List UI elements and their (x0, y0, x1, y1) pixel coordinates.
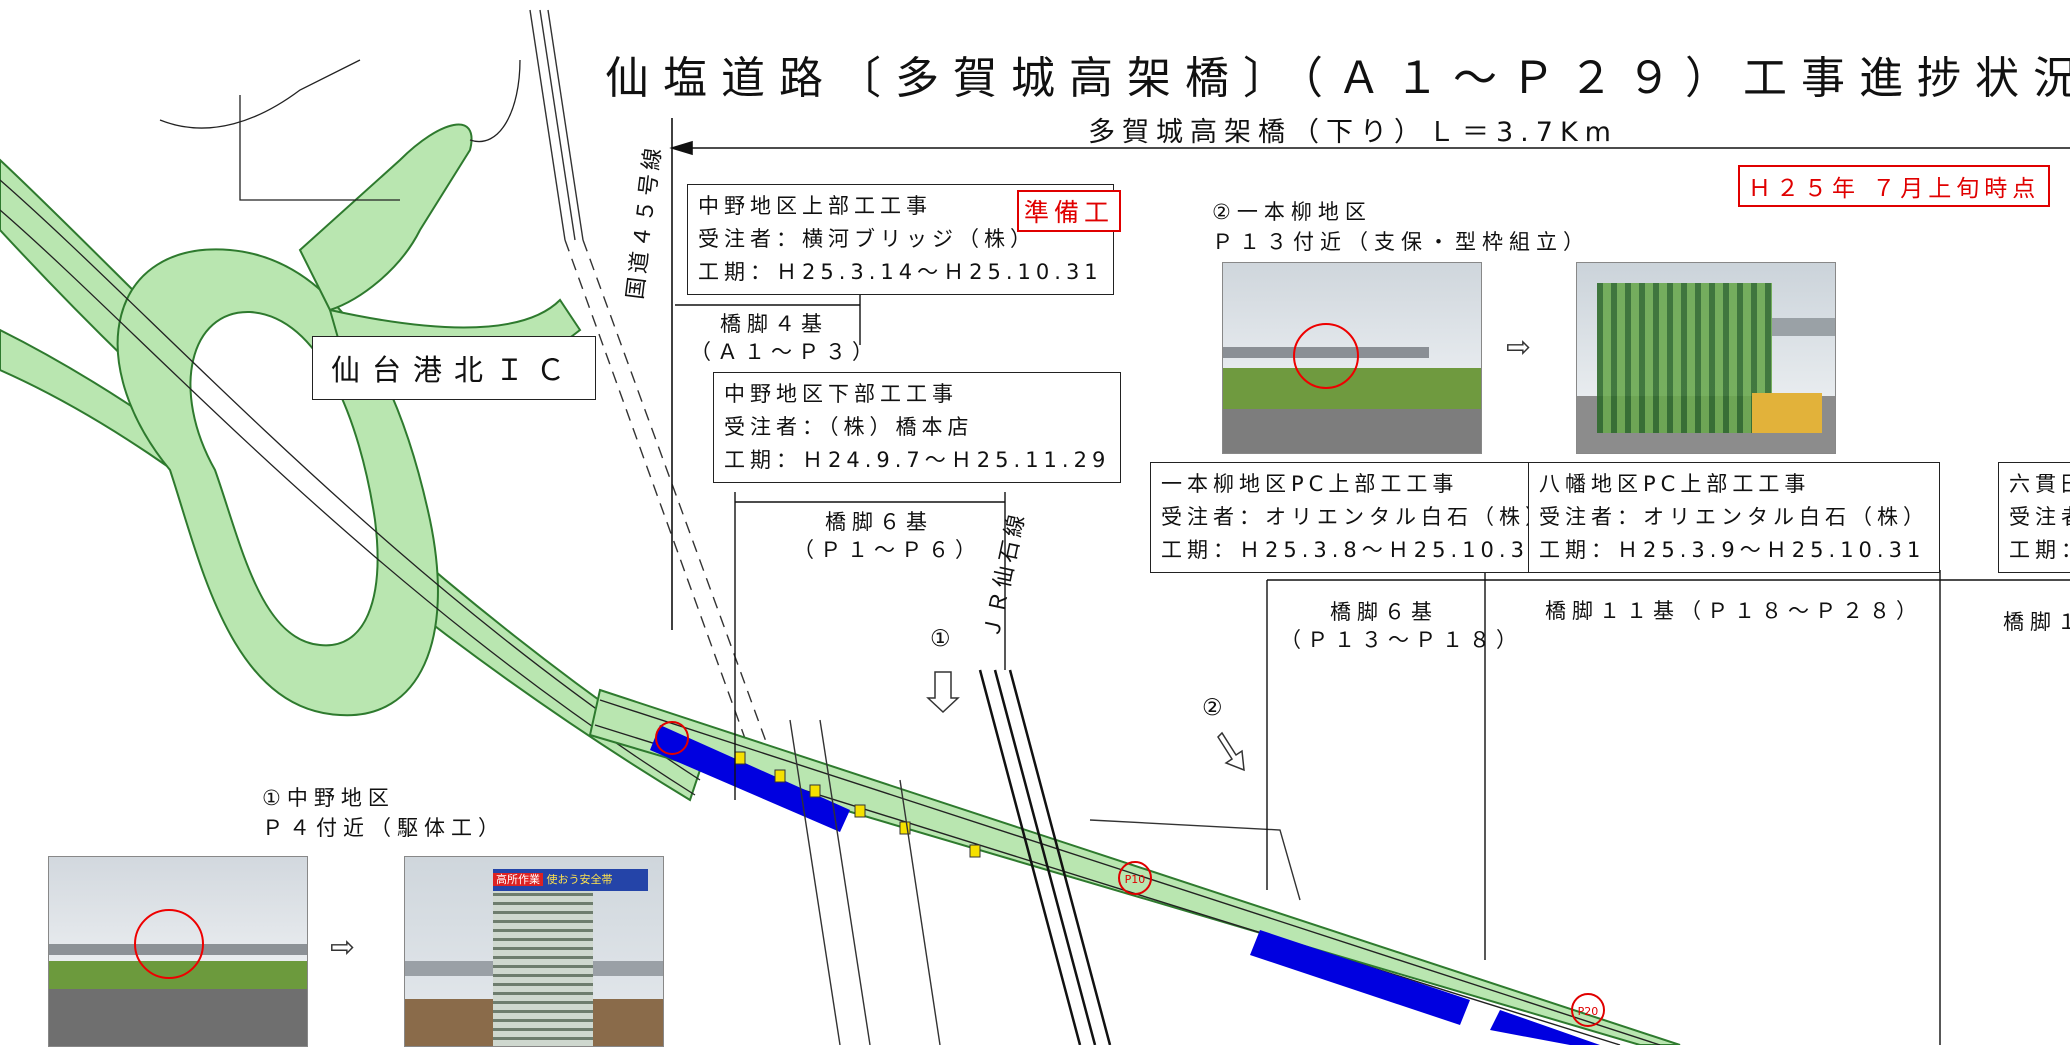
box-line: 受注者：オリエンタル白石（株） (1539, 505, 1929, 529)
box-line: 工期：Ｈ25.3.8～Ｈ25.10.31 (1161, 538, 1548, 562)
page-title: 仙塩道路〔多賀城高架橋〕（Ａ１～Ｐ２９）工事進捗状況 (605, 53, 2070, 104)
pier-markers (734, 751, 981, 858)
direction-arrows (926, 671, 1245, 772)
box-line: 中野地区下部工工事 (724, 382, 958, 406)
viaduct-band (588, 688, 1681, 1045)
pier-count-p18-p28: 橋脚１１基（Ｐ１８～Ｐ２８） (1545, 599, 1923, 623)
banner-left: 高所作業 (493, 873, 543, 886)
ic-label: 仙台港北ＩＣ (312, 336, 597, 400)
jr-line (978, 669, 1112, 1045)
arrow-right-icon: ⇨ (1506, 330, 1532, 365)
map-circles (655, 721, 1605, 1027)
site2-photo-after (1576, 262, 1836, 454)
box-line: 工期： (2009, 538, 2070, 562)
jr-line-label: ＪＲ仙石線 (979, 509, 1030, 641)
pier-dimension-lines (675, 295, 2070, 1045)
pier-count-p13-p18: 橋脚６基 (1330, 600, 1438, 624)
nakano-lower-works-box: 中野地区下部工工事 受注者：（株）橋本店 工期：Ｈ24.9.7～Ｈ25.11.2… (713, 372, 1122, 483)
site1-photo-after: 高所作業 使おう安全帯 (404, 856, 664, 1047)
pier-count-a1-p3: 橋脚４基 (720, 312, 828, 336)
site1-title: ①中野地区 (262, 786, 395, 810)
site2-title: ②一本柳地区 (1212, 200, 1372, 224)
pier-count-right-cut: 橋脚１ (2003, 610, 2070, 634)
banner-right: 使おう安全帯 (546, 873, 613, 886)
p10-label: P10 (1125, 873, 1146, 886)
span-dimension (669, 118, 2070, 630)
arrow-right-icon: ⇨ (330, 930, 356, 965)
box-line: 一本柳地区PC上部工工事 (1161, 472, 1459, 496)
progress-segments (650, 725, 1600, 1045)
span-label: 多賀城高架橋（下り）Ｌ＝3.7Km (1088, 117, 1618, 148)
pier-range-p13-p18: （Ｐ１３～Ｐ１８） (1280, 628, 1523, 652)
box-line: 工期：Ｈ24.9.7～Ｈ25.11.29 (724, 448, 1111, 472)
box-line: 受注者：（株）橋本店 (724, 415, 974, 439)
yawata-pc-works-box: 八幡地区PC上部工工事 受注者：オリエンタル白石（株） 工期：Ｈ25.3.9～Ｈ… (1528, 462, 1940, 573)
pier-range-p1-p6: （Ｐ１～Ｐ６） (793, 538, 982, 562)
date-badge: Ｈ２５年 ７月上旬時点 (1738, 165, 2051, 207)
site2-photo-before (1222, 262, 1482, 454)
pier-count-p1-p6: 橋脚６基 (825, 510, 933, 534)
route45-line (529, 9, 781, 781)
site1-photo-before (48, 856, 308, 1047)
p20-label: P20 (1578, 1005, 1599, 1018)
preparation-tag: 準備工 (1017, 190, 1122, 232)
box-line: 工期：Ｈ25.3.9～Ｈ25.10.31 (1539, 538, 1926, 562)
rokkanda-works-box: 六貫田 受注者 工期： (1998, 462, 2070, 573)
interchange-ramps (0, 123, 702, 802)
marker-1: ① (930, 626, 957, 652)
box-line: 中野地区上部工工事 (698, 194, 932, 218)
box-line: 六貫田 (2009, 472, 2070, 496)
box-line: 八幡地区PC上部工工事 (1539, 472, 1811, 496)
marker-2: ② (1202, 695, 1229, 721)
box-line: 工期：Ｈ25.3.14～Ｈ25.10.31 (698, 260, 1103, 284)
pier-range-a1-p3: （Ａ１～Ｐ３） (690, 340, 879, 364)
local-roads (789, 719, 1301, 1045)
site1-subtitle: Ｐ４付近（駆体工） (262, 816, 505, 840)
ipponyanagi-pc-works-box: 一本柳地区PC上部工工事 受注者：オリエンタル白石（株） 工期：Ｈ25.3.8～… (1150, 462, 1562, 573)
box-line: 受注者 (2009, 505, 2070, 529)
box-line: 受注者：オリエンタル白石（株） (1161, 505, 1551, 529)
route45-label: 国道４５号線 (623, 143, 667, 301)
box-line: 受注者：横河ブリッジ（株） (698, 227, 1036, 251)
ramp-outlines (0, 59, 701, 796)
site2-subtitle: Ｐ１３付近（支保・型枠組立） (1212, 230, 1590, 254)
